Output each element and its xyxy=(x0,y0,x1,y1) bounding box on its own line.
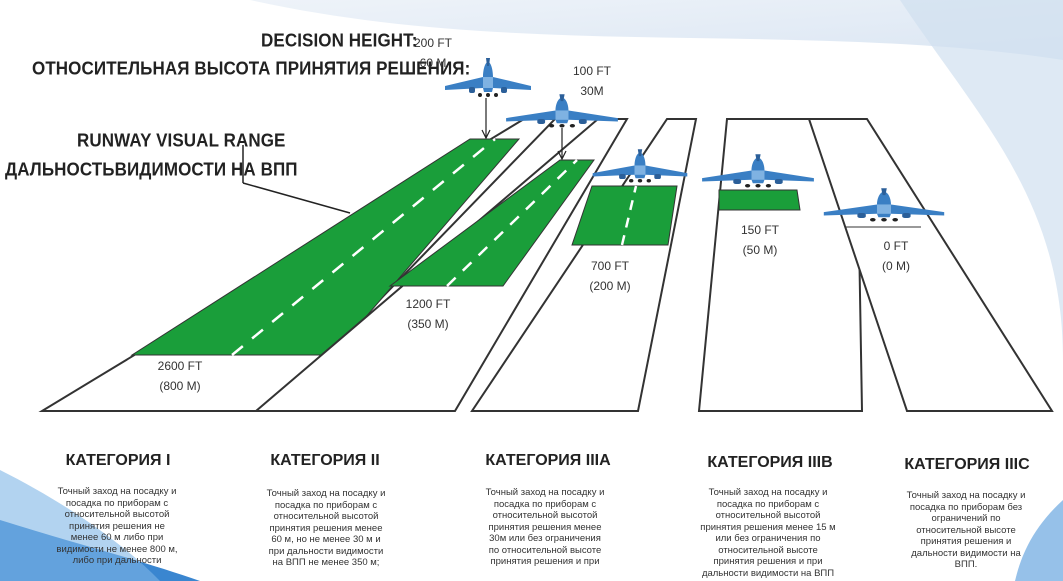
rvr-leader-diagonal xyxy=(242,182,351,214)
desc-line: по относительной высоте xyxy=(488,544,602,556)
desc-line: относительной высоте xyxy=(916,524,1016,536)
desc-line: принятия решения менее xyxy=(269,522,383,534)
desc-line: либо при дальности xyxy=(72,555,162,566)
rvr-value-cat-3a: 700 FT (200 М) xyxy=(580,256,640,296)
category-title-3c: КАТЕГОРИЯ IIIC xyxy=(904,456,1030,473)
rvr-ft: 0 FT xyxy=(883,239,909,253)
desc-line: относительной высотой xyxy=(64,509,170,520)
rvr-zone-cat-3b xyxy=(718,189,801,211)
centerline-cat-2 xyxy=(446,159,578,287)
desc-line: принятия решения и xyxy=(920,536,1012,547)
desc-line: посадка по приборам с xyxy=(716,498,820,510)
category-title-1: КАТЕГОРИЯ I xyxy=(65,452,171,469)
category-desc-2: Точный заход на посадку и посадка по при… xyxy=(251,488,401,569)
desc-line: Точный заход на посадку и xyxy=(906,490,1026,501)
dh-value-cat-1: 200 FT 60 М xyxy=(405,33,461,73)
desc-line: 30м или без ограничения xyxy=(489,533,601,544)
sky-band-right xyxy=(900,0,1063,360)
category-title-3b: КАТЕГОРИЯ IIIB xyxy=(707,454,833,471)
category-desc-3b: Точный заход на посадку и посадка по при… xyxy=(693,487,843,579)
desc-line: ВПП. xyxy=(954,559,978,570)
category-desc-1: Точный заход на посадку и посадка по при… xyxy=(42,486,192,567)
rvr-m: (800 М) xyxy=(159,379,201,393)
category-title-2: КАТЕГОРИЯ II xyxy=(270,452,380,469)
blue-corner-left-light xyxy=(0,470,160,581)
dh-arrowhead-cat-1 xyxy=(481,129,491,140)
rvr-zone-cat-1 xyxy=(130,138,521,356)
desc-line: посадка по приборам с xyxy=(274,499,378,511)
category-desc-3a: Точный заход на посадку и посадка по при… xyxy=(470,487,620,568)
rvr-ft: 1200 FT xyxy=(405,297,451,311)
desc-line: принятия решения и при xyxy=(713,556,823,567)
desc-line: 60 м, но не менее 30 м и xyxy=(271,534,381,545)
decision-height-label-en: DECISION HEIGHT: xyxy=(261,30,418,51)
dh-ft: 200 FT xyxy=(413,36,452,50)
desc-line: дальности видимости на ВПП xyxy=(701,567,835,579)
category-desc-3c: Точный заход на посадку и посадка по при… xyxy=(891,490,1041,571)
rvr-m: (200 М) xyxy=(589,279,631,293)
rvr-ft: 2600 FT xyxy=(157,359,203,373)
desc-line: видимости не менее 800 м, xyxy=(56,543,178,555)
desc-line: Точный заход на посадку и xyxy=(266,488,386,499)
rvr-value-cat-2: 1200 FT (350 М) xyxy=(398,294,458,334)
rvr-m: (50 М) xyxy=(742,243,778,257)
desc-line: при дальности видимости xyxy=(268,545,384,557)
sky-band-top xyxy=(250,0,1063,60)
decision-height-label-ru: ОТНОСИТЕЛЬНАЯ ВЫСОТА ПРИНЯТИЯ РЕШЕНИЯ: xyxy=(32,58,471,79)
dh-value-cat-2: 100 FT 30М xyxy=(564,61,620,101)
desc-line: или без ограничения по xyxy=(715,533,821,544)
desc-line: принятия решения менее xyxy=(488,521,602,533)
rvr-label-en: RUNWAY VISUAL RANGE xyxy=(77,130,286,151)
desc-line: менее 60 м либо при xyxy=(70,532,164,543)
rvr-m: (0 М) xyxy=(882,259,910,273)
desc-line: на ВПП не менее 350 м; xyxy=(272,557,380,568)
rvr-ft: 700 FT xyxy=(590,259,629,273)
rvr-ft: 150 FT xyxy=(740,223,779,237)
desc-line: относительной высотой xyxy=(715,510,821,521)
desc-line: посадка по приборам с xyxy=(493,498,597,510)
desc-line: Точный заход на посадку и xyxy=(485,487,605,498)
dh-ft: 100 FT xyxy=(572,64,611,78)
centerline-cat-1 xyxy=(231,138,496,356)
desc-line: относительной высотой xyxy=(492,510,598,521)
blue-corner-right xyxy=(1015,500,1063,581)
desc-line: посадка по приборам с xyxy=(65,497,169,509)
category-title-3a: КАТЕГОРИЯ IIIA xyxy=(485,452,611,469)
desc-line: принятия решения не xyxy=(69,520,165,532)
dh-m: 30М xyxy=(580,84,604,98)
rvr-value-cat-3b: 150 FT (50 М) xyxy=(730,220,790,260)
desc-line: принятия решения и при xyxy=(490,556,600,567)
desc-line: ограничений по xyxy=(931,513,1001,524)
desc-line: относительной высоте xyxy=(718,544,818,556)
rvr-value-cat-1: 2600 FT (800 М) xyxy=(150,356,210,396)
runway-cat-3c xyxy=(807,118,1054,412)
dh-m: 60 М xyxy=(419,56,447,70)
rvr-value-cat-3c: 0 FT (0 М) xyxy=(866,236,926,276)
rvr-label-ru: ДАЛЬНОСТЬВИДИМОСТИ НА ВПП xyxy=(5,159,298,180)
desc-line: относительной высотой xyxy=(273,511,379,522)
desc-line: Точный заход на посадку и xyxy=(708,487,828,498)
rvr-m: (350 М) xyxy=(407,317,449,331)
desc-line: дальности видимости на xyxy=(911,547,1021,559)
dh-arrowhead-cat-2 xyxy=(557,150,567,161)
desc-line: Точный заход на посадку и xyxy=(57,486,177,497)
desc-line: принятия решения менее 15 м xyxy=(700,521,836,533)
rvr-zone-cat-3a xyxy=(571,185,678,246)
desc-line: посадка по приборам без xyxy=(909,501,1023,513)
